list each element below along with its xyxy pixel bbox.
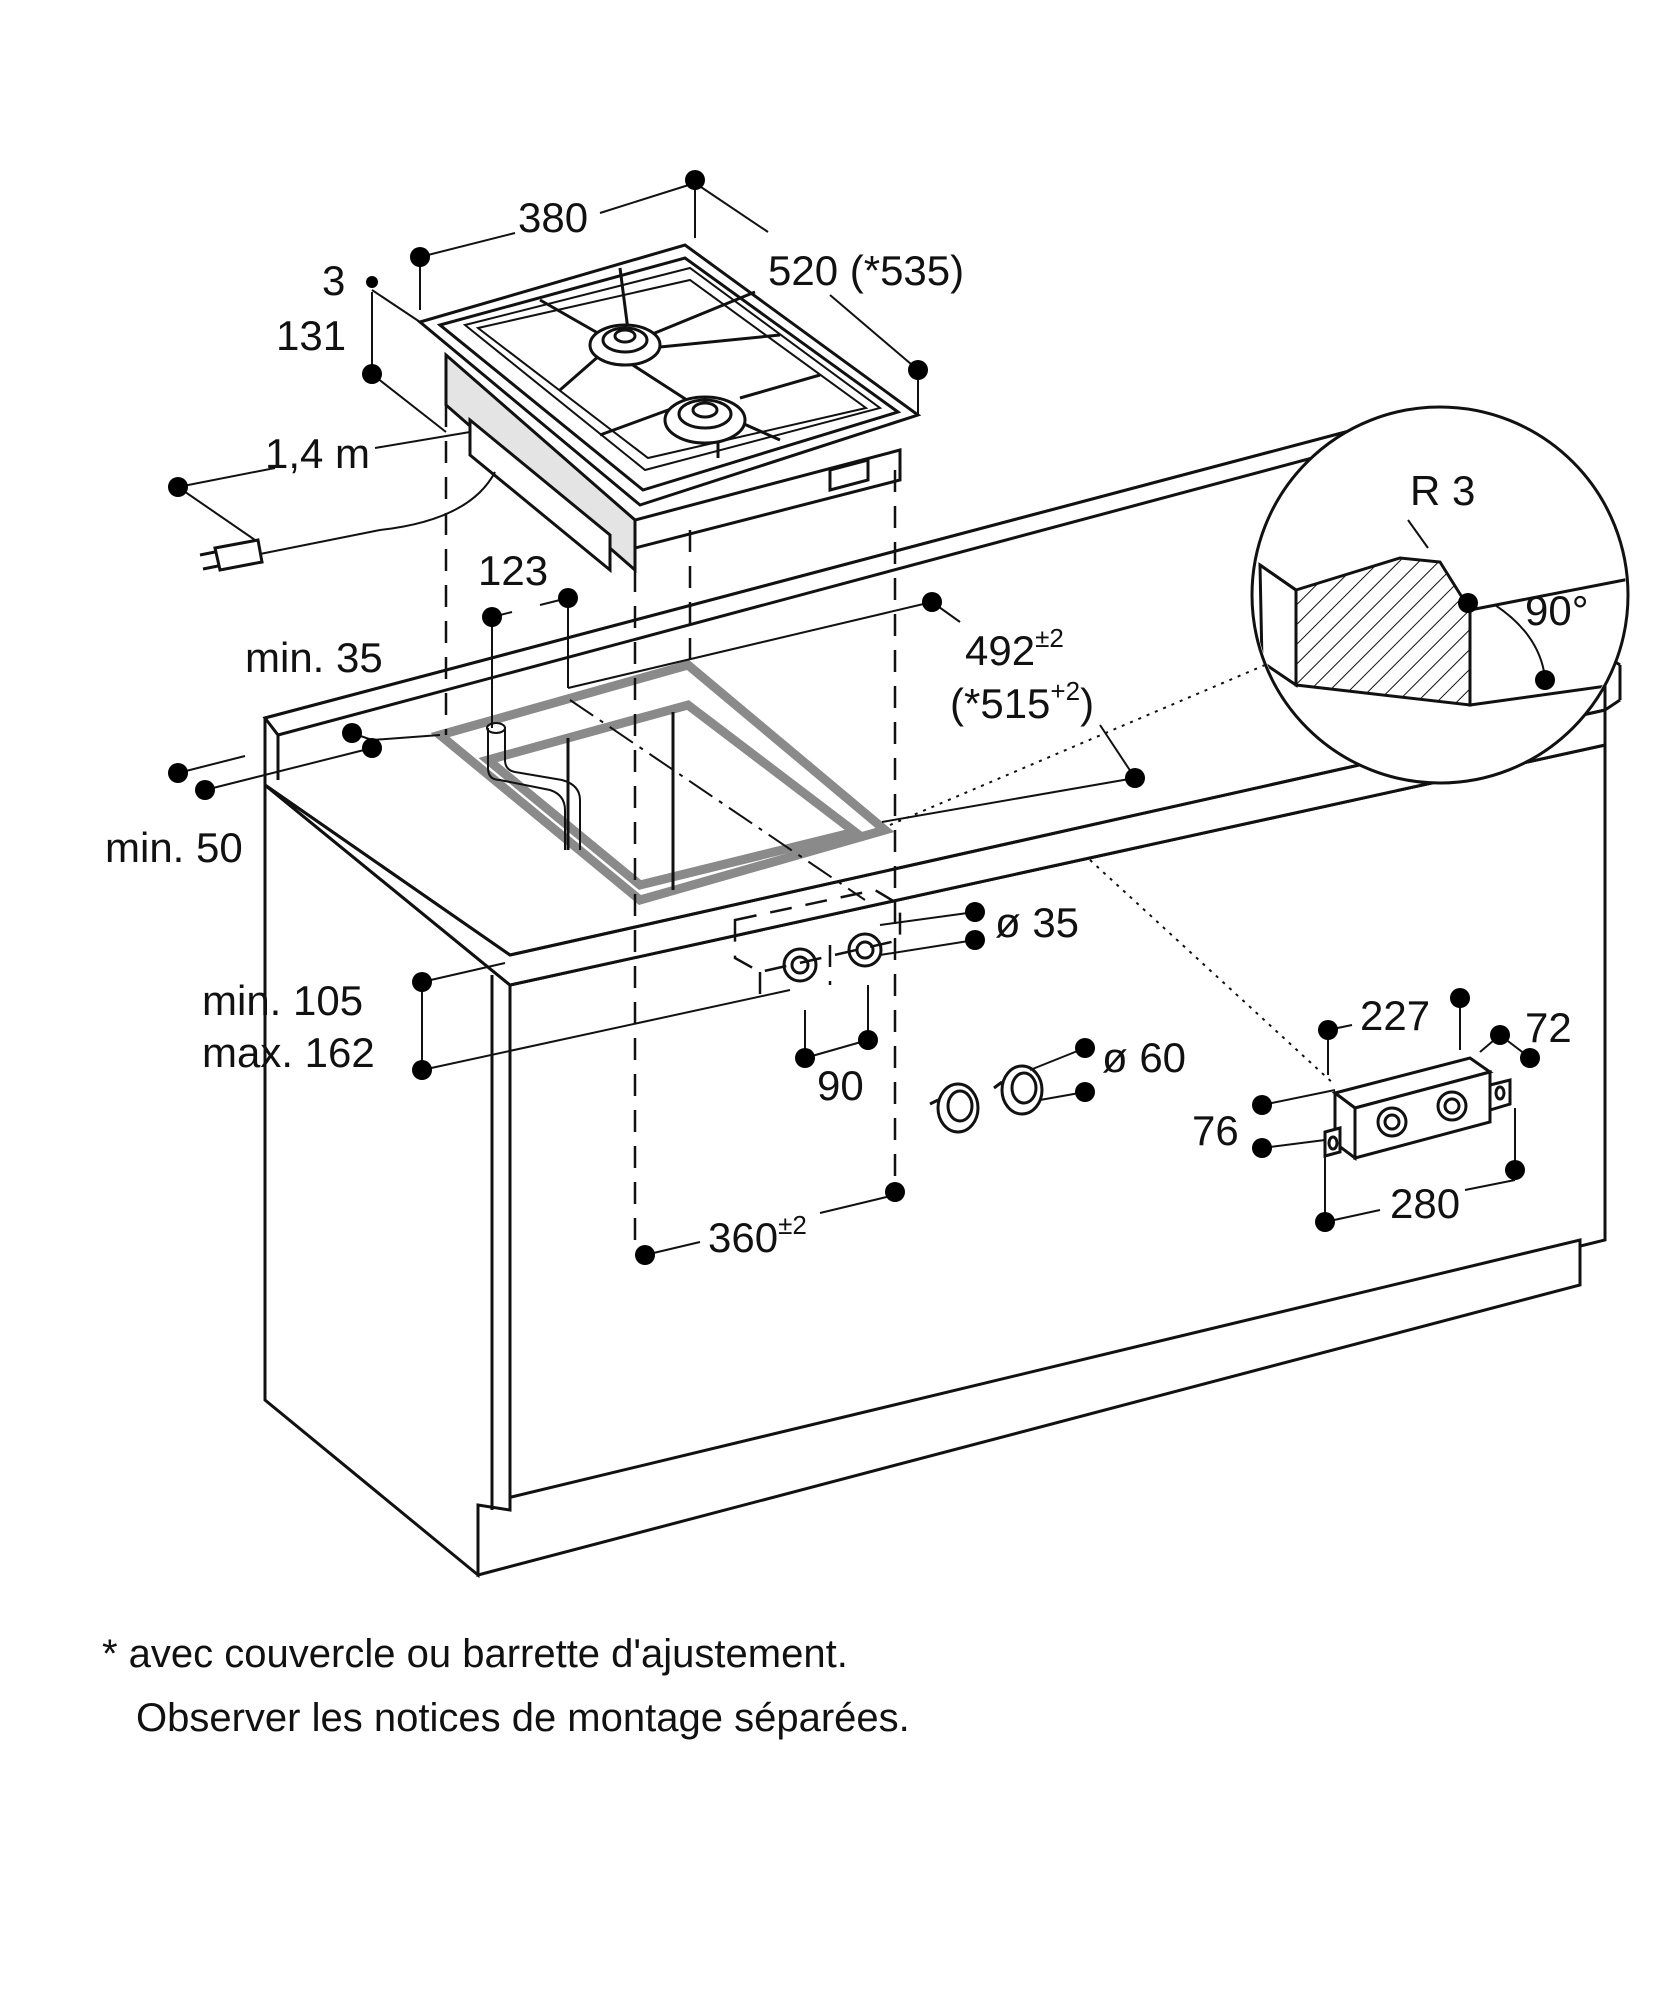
knob-hole-left-icon: [782, 947, 818, 983]
dimension-labels: 380 520 (*535) 3 131 1,4 m 123 min. 35 m…: [105, 194, 1589, 1261]
label-front-distance: min. 50: [105, 824, 243, 871]
label-cutout-depth: 492±2: [965, 623, 1064, 674]
label-cable-length: 1,4 m: [265, 430, 370, 477]
front-control-knobs: [733, 888, 902, 1005]
label-knob-spacing: 90: [817, 1062, 864, 1109]
label-hob-top-thickness: 3: [322, 257, 345, 304]
knobs: [929, 1064, 1044, 1134]
burner-icon: [588, 323, 662, 367]
dimension-lines: [177, 182, 1531, 1256]
label-cutout-width: 360±2: [708, 1210, 807, 1261]
footnote-line-2: Observer les notices de montage séparées…: [136, 1696, 910, 1740]
label-control-box-height: 76: [1192, 1107, 1239, 1154]
gas-hob: [199, 243, 922, 574]
knob-hole-right-icon: [847, 932, 883, 968]
projection-lines: [444, 405, 1336, 1240]
label-knob-diameter: ø 60: [1102, 1034, 1186, 1081]
label-hob-height: 131: [276, 312, 346, 359]
label-control-box-width: 227: [1360, 992, 1430, 1039]
edge-detail-circle: [1250, 405, 1630, 785]
dimension-points: [168, 170, 1555, 1265]
label-edge-angle: 90°: [1525, 587, 1589, 634]
worktop-cutout: [430, 660, 895, 905]
label-worktop-min: min. 105: [202, 977, 363, 1024]
plug-icon: [199, 538, 264, 572]
footnote-line-1: * avec couvercle ou barrette d'ajustemen…: [102, 1632, 848, 1676]
label-control-box-mount-width: 280: [1390, 1180, 1460, 1227]
burner-icon: [663, 395, 747, 445]
cabinet: [263, 743, 1607, 1579]
label-control-box-depth: 72: [1525, 1004, 1572, 1051]
label-hob-width: 380: [518, 194, 588, 241]
footnote: * avec couvercle ou barrette d'ajustemen…: [102, 1622, 910, 1750]
control-box: [1323, 1056, 1512, 1161]
label-hob-depth: 520 (*535): [768, 247, 964, 294]
label-cutout-depth-alt: (*515+2): [950, 676, 1094, 727]
power-cable: [254, 471, 496, 556]
label-rear-distance: min. 35: [245, 634, 383, 681]
label-edge-radius: R 3: [1410, 467, 1475, 514]
label-worktop-max: max. 162: [202, 1029, 375, 1076]
label-knob-hole-diameter: ø 35: [995, 899, 1079, 946]
label-gas-pipe-offset: 123: [478, 547, 548, 594]
